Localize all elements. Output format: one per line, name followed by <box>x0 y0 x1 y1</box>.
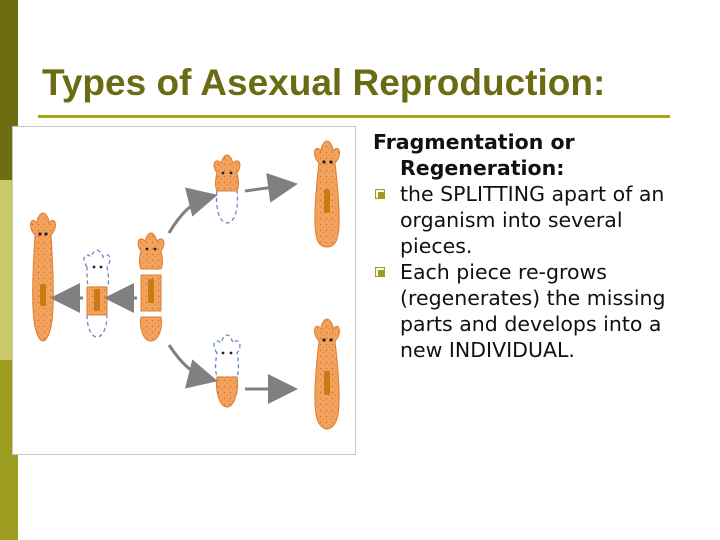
planarian-icon <box>314 140 340 248</box>
arrow-icon <box>244 172 298 203</box>
planarian-icon <box>213 154 241 224</box>
bullet-item: the SPLITTING apart of an organism into … <box>373 181 693 259</box>
planarian-icon <box>213 334 241 408</box>
section-heading: Fragmentation or Regeneration: <box>373 129 693 181</box>
planarian-icon <box>314 318 340 430</box>
bullet-text: the SPLITTING apart of an organism into … <box>400 182 665 258</box>
heading-line-1: Fragmentation or <box>373 130 575 154</box>
bullet-text: Each piece re-grows (regenerates) the mi… <box>400 260 666 362</box>
slide-body: Fragmentation or Regeneration: the SPLIT… <box>373 129 693 363</box>
title-underline <box>38 115 670 118</box>
regeneration-illustration <box>12 126 356 455</box>
arrow-icon <box>167 187 218 234</box>
planarian-regeneration-diagram <box>30 140 340 430</box>
square-bullet-icon <box>375 267 385 277</box>
arrow-icon <box>167 344 218 389</box>
slide-title: Types of Asexual Reproduction: <box>42 62 606 103</box>
square-bullet-icon <box>375 189 385 199</box>
heading-line-2: Regeneration: <box>400 156 565 180</box>
planarian-icon <box>137 232 165 342</box>
bullet-list: the SPLITTING apart of an organism into … <box>373 181 693 363</box>
bullet-item: Each piece re-grows (regenerates) the mi… <box>373 259 693 363</box>
planarian-icon <box>83 249 111 338</box>
planarian-icon <box>30 212 56 342</box>
